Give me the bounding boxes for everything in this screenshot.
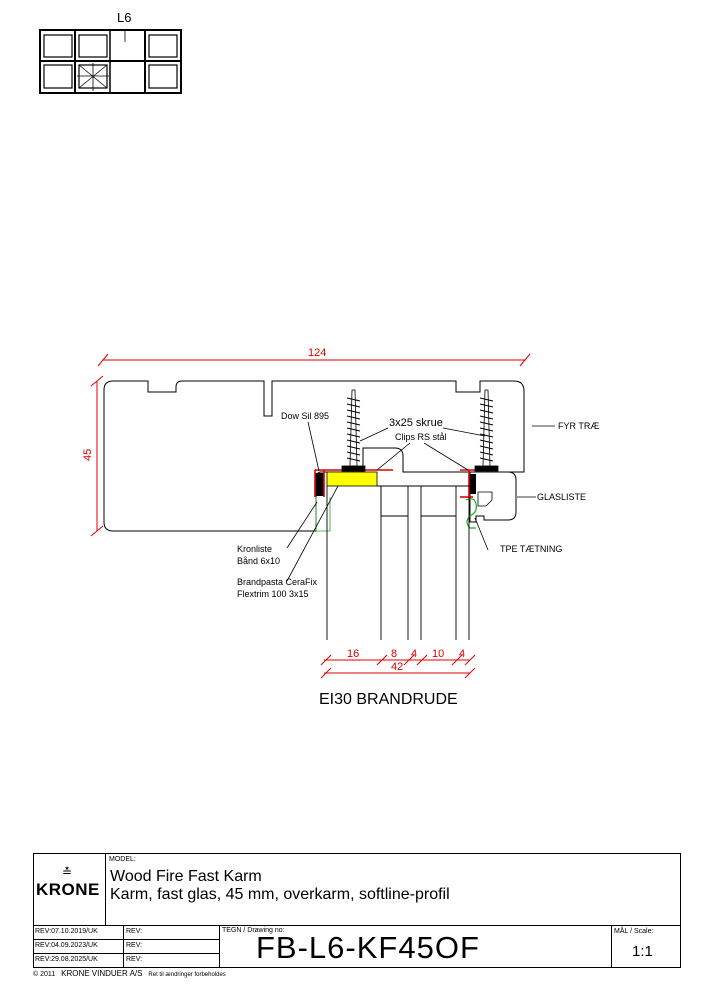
label-fyr-trae: FYR TRÆ [558, 421, 599, 431]
rev-date-2: REV:04.09.2023/UK [35, 942, 98, 949]
label-dow-sil: Dow Sil 895 [281, 411, 329, 421]
tpe-seal [465, 498, 477, 529]
label-screw: 3x25 skrue [389, 417, 443, 429]
dim-seg-4: 10 [432, 648, 444, 660]
rev-col-1: REV:07.10.2019/UK REV:04.09.2023/UK REV:… [34, 926, 124, 967]
dimension-lines [90, 353, 531, 679]
dim-seg-3: 4 [411, 648, 417, 660]
screw-right [474, 389, 499, 472]
label-kronliste-2: Bånd 6x10 [237, 556, 280, 566]
copyright: © 2011 [33, 971, 56, 978]
sealant-block [315, 473, 324, 496]
company-name: KRONE VINDUER A/S [61, 969, 143, 978]
thumbnail-label: L6 [117, 10, 131, 25]
brandpasta-strip [326, 471, 378, 487]
dim-seg-2: 8 [391, 648, 397, 660]
footer: © 2011 KRONE VINDUER A/S Ret til ændring… [33, 969, 226, 978]
label-glasliste: GLASLISTE [537, 492, 586, 502]
label-brandpasta-2: Flextrim 100 3x15 [237, 589, 309, 599]
label-glass-type: EI30 BRANDRUDE [319, 691, 458, 708]
model-cell: MODEL: Wood Fire Fast Karm Karm, fast gl… [106, 854, 680, 926]
label-brandpasta-1: Brandpasta CeraFix [237, 577, 318, 587]
rev-col-2: REV: REV: REV: [124, 926, 220, 967]
rev-blank-2: REV: [126, 942, 143, 949]
rev-blank-3: REV: [126, 956, 143, 963]
model-subtitle: Karm, fast glas, 45 mm, overkarm, softli… [110, 886, 450, 903]
drawing-number: FB-L6-KF45OF [256, 930, 480, 965]
dim-total-glass: 42 [391, 661, 403, 673]
rights-note: Ret til ændringer forbeholdes [148, 972, 226, 978]
dim-overall-width: 124 [308, 347, 326, 359]
drawing-label: TEGN / Drawing no: [222, 927, 285, 934]
logo-cell: ≛ KRONE [34, 854, 106, 926]
scale-value: 1:1 [632, 943, 653, 960]
glass-pane [326, 485, 470, 640]
screw-left [341, 389, 366, 472]
sealant-block-right [470, 474, 476, 494]
rev-date-1: REV:07.10.2019/UK [35, 928, 98, 935]
drawing-no-cell: TEGN / Drawing no: FB-L6-KF45OF [220, 926, 612, 967]
leader-lines [286, 421, 555, 582]
label-kronliste-1: Kronliste [237, 544, 272, 554]
dim-seg-1: 16 [347, 648, 359, 660]
window-thumbnail [39, 29, 182, 94]
model-label: MODEL: [109, 856, 136, 863]
crown-icon: ≛ [62, 865, 73, 879]
label-clips: Clips RS stål [395, 432, 447, 442]
kronliste-outline [315, 497, 331, 532]
rev-blank-1: REV: [126, 928, 143, 935]
logo: KRONE [36, 880, 100, 899]
dim-seg-5: 4 [459, 648, 465, 660]
model-title: Wood Fire Fast Karm [110, 868, 262, 885]
label-tpe: TPE TÆTNING [500, 544, 562, 554]
title-block: ≛ KRONE MODEL: Wood Fire Fast Karm Karm,… [33, 853, 681, 968]
frame-profile [103, 380, 525, 532]
dim-height: 45 [82, 449, 94, 461]
rev-date-3: REV:29.08.2025/UK [35, 956, 98, 963]
scale-cell: MÅL / Scale: 1:1 [612, 926, 680, 967]
scale-label: MÅL / Scale: [614, 928, 654, 935]
